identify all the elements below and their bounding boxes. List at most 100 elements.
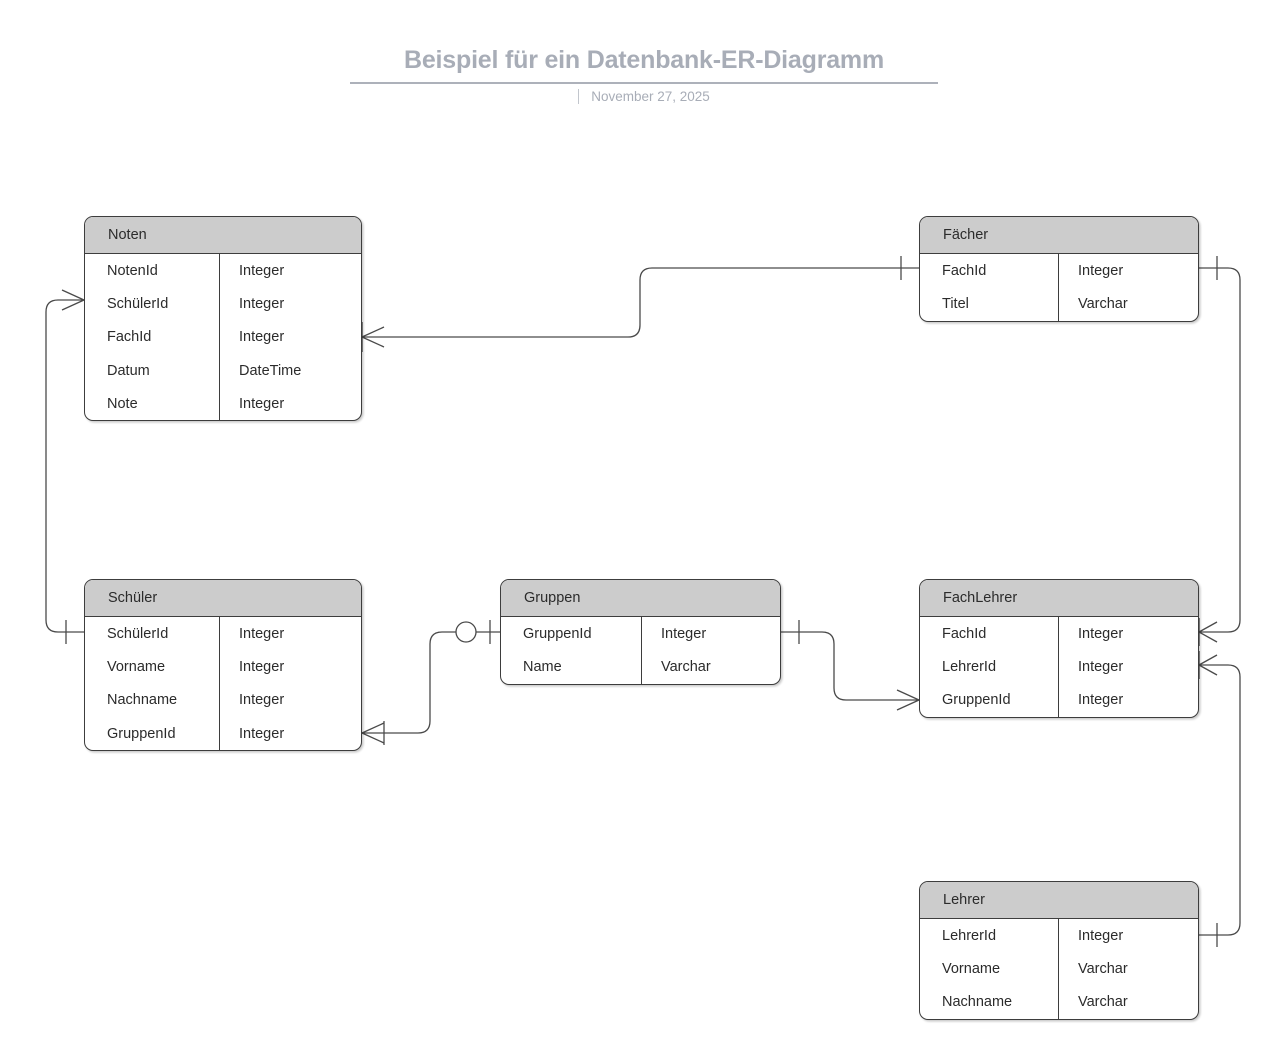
marker-zero-or-one-gruppen-left <box>455 620 491 644</box>
entity-title-schueler: Schüler <box>85 580 361 617</box>
column-divider <box>1058 617 1059 717</box>
attr-type: Integer <box>239 329 285 346</box>
column-divider <box>1058 254 1059 321</box>
attr-name: LehrerId <box>942 658 997 675</box>
attr-type: Integer <box>239 262 285 279</box>
attr-type: Integer <box>239 725 285 742</box>
attr-name: Note <box>107 395 138 412</box>
entity-title-lehrer: Lehrer <box>920 882 1198 919</box>
entity-body-gruppen: GruppenId Integer Name Varchar <box>501 617 780 684</box>
link-noten-faecher <box>362 267 919 338</box>
attr-type: Integer <box>239 658 285 675</box>
attr-type: Integer <box>239 295 285 312</box>
entity-fachlehrer[interactable]: FachLehrer FachId Integer LehrerId Integ… <box>919 579 1199 718</box>
attr-name: SchülerId <box>107 295 169 312</box>
attr-type: Integer <box>1078 625 1124 642</box>
attr-type: Integer <box>1078 692 1124 709</box>
attr-name: Nachname <box>107 692 178 709</box>
entity-schueler[interactable]: Schüler SchülerId Integer Vorname Intege… <box>84 579 362 752</box>
column-divider <box>641 617 642 684</box>
entity-body-fachlehrer: FachId Integer LehrerId Integer GruppenI… <box>920 617 1198 717</box>
entity-body-faecher: FachId Integer Titel Varchar <box>920 254 1198 321</box>
entity-title-faecher: Fächer <box>920 217 1198 254</box>
table-row[interactable]: Vorname Varchar <box>920 952 1198 985</box>
attr-name: GruppenId <box>942 692 1011 709</box>
attr-type: DateTime <box>239 362 302 379</box>
table-row[interactable]: Vorname Integer <box>85 650 361 683</box>
attr-name: GruppenId <box>523 625 592 642</box>
attr-type: Integer <box>1078 927 1124 944</box>
entity-faecher[interactable]: Fächer FachId Integer Titel Varchar <box>919 216 1199 322</box>
table-row[interactable]: Name Varchar <box>501 650 780 683</box>
attr-type: Varchar <box>1078 994 1128 1011</box>
entity-title-fachlehrer: FachLehrer <box>920 580 1198 617</box>
attr-name: FachId <box>107 329 152 346</box>
link-schueler-gruppen <box>362 631 500 734</box>
table-row[interactable]: FachId Integer <box>920 617 1198 650</box>
link-faecher-fachlehrer <box>1199 267 1241 633</box>
attr-type: Integer <box>239 395 285 412</box>
table-row[interactable]: SchülerId Integer <box>85 287 361 320</box>
entity-body-noten: NotenId Integer SchülerId Integer FachId… <box>85 254 361 421</box>
table-row[interactable]: FachId Integer <box>85 321 361 354</box>
table-row[interactable]: Titel Varchar <box>920 287 1198 320</box>
table-row[interactable]: Nachname Varchar <box>920 986 1198 1019</box>
attr-name: SchülerId <box>107 625 169 642</box>
entity-noten[interactable]: Noten NotenId Integer SchülerId Integer … <box>84 216 362 422</box>
table-row[interactable]: NotenId Integer <box>85 254 361 287</box>
attr-name: Titel <box>942 295 969 312</box>
link-lehrer-fachlehrer <box>1199 664 1241 936</box>
entity-body-lehrer: LehrerId Integer Vorname Varchar Nachnam… <box>920 919 1198 1019</box>
attr-name: GruppenId <box>107 725 176 742</box>
attr-type: Varchar <box>1078 295 1128 312</box>
entity-lehrer[interactable]: Lehrer LehrerId Integer Vorname Varchar … <box>919 881 1199 1020</box>
document-date: November 27, 2025 <box>591 89 710 104</box>
attr-name: FachId <box>942 262 987 279</box>
marker-many-fachlehrer-right-lehrerid <box>1198 651 1218 679</box>
document-date-row: November 27, 2025 <box>350 88 938 106</box>
table-row[interactable]: SchülerId Integer <box>85 617 361 650</box>
attr-name: FachId <box>942 625 987 642</box>
attr-type: Integer <box>239 625 285 642</box>
entity-gruppen[interactable]: Gruppen GruppenId Integer Name Varchar <box>500 579 781 685</box>
marker-many-noten-left <box>61 289 85 311</box>
marker-many-noten-right <box>361 322 385 352</box>
attr-type: Varchar <box>1078 960 1128 977</box>
title-container: Beispiel für ein Datenbank-ER-Diagramm <box>350 46 938 84</box>
table-row[interactable]: GruppenId Integer <box>85 717 361 750</box>
attr-name: Nachname <box>942 994 1013 1011</box>
column-divider <box>219 617 220 751</box>
attr-type: Integer <box>1078 262 1124 279</box>
column-divider <box>219 254 220 421</box>
document-header: Beispiel für ein Datenbank-ER-Diagramm N… <box>0 0 1280 120</box>
table-row[interactable]: LehrerId Integer <box>920 919 1198 952</box>
marker-many-fachlehrer-right-fachid <box>1198 618 1218 646</box>
attr-type: Integer <box>1078 658 1124 675</box>
page-title: Beispiel für ein Datenbank-ER-Diagramm <box>403 46 884 74</box>
table-row[interactable]: Note Integer <box>85 387 361 420</box>
entity-title-gruppen: Gruppen <box>501 580 780 617</box>
table-row[interactable]: GruppenId Integer <box>501 617 780 650</box>
table-row[interactable]: FachId Integer <box>920 254 1198 287</box>
attr-name: Vorname <box>942 960 1001 977</box>
attr-name: LehrerId <box>942 927 997 944</box>
date-separator-bar <box>578 89 580 104</box>
attr-name: NotenId <box>107 262 158 279</box>
column-divider <box>1058 919 1059 1019</box>
attr-name: Vorname <box>107 658 166 675</box>
table-row[interactable]: LehrerId Integer <box>920 650 1198 683</box>
attr-type: Integer <box>239 692 285 709</box>
attr-name: Datum <box>107 362 150 379</box>
marker-many-fachlehrer-left <box>896 689 920 711</box>
table-row[interactable]: Datum DateTime <box>85 354 361 387</box>
link-noten-schueler <box>45 299 84 633</box>
link-gruppen-fachlehrer <box>781 631 919 701</box>
attr-type: Varchar <box>661 658 711 675</box>
attr-name: Name <box>523 658 562 675</box>
table-row[interactable]: Nachname Integer <box>85 684 361 717</box>
marker-one-or-many-schueler-right <box>361 721 385 745</box>
attr-type: Integer <box>661 625 707 642</box>
entity-title-noten: Noten <box>85 217 361 254</box>
table-row[interactable]: GruppenId Integer <box>920 684 1198 717</box>
